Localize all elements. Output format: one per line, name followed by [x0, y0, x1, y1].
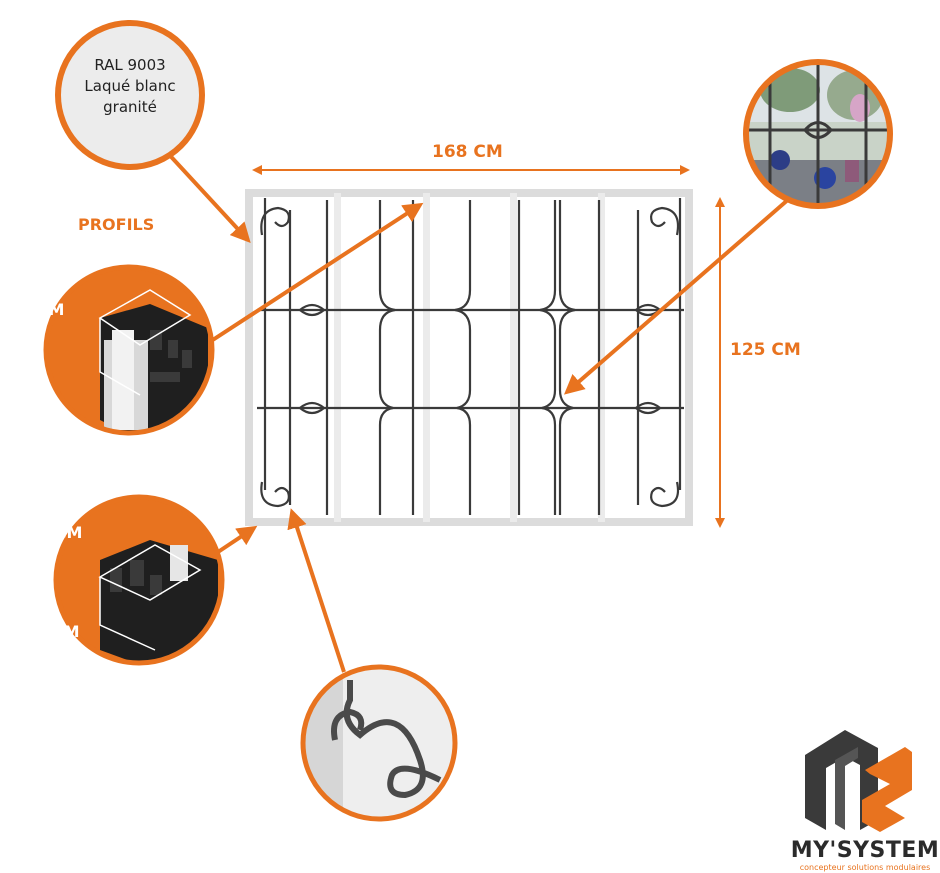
scroll-detail: [300, 664, 458, 822]
window-photo: [743, 59, 893, 209]
scroll-bottom-right: [650, 481, 680, 508]
pointer-arrows: [161, 146, 792, 673]
grille-bars: [257, 198, 684, 515]
height-label: 125 CM: [730, 340, 801, 360]
profile-2-width: 3 CM: [38, 523, 83, 542]
color-texture: granité: [103, 98, 157, 116]
brand-name: MY'SYSTEM: [790, 838, 940, 863]
brand: MY'SYSTEM concepteur solutions modulaire…: [790, 838, 940, 872]
color-finish: Laqué blanc: [84, 77, 176, 95]
scroll-top-left: [260, 206, 290, 236]
profile-1-depth: 3,1 CM: [0, 380, 50, 399]
profile-1-width: 3 CM: [20, 300, 65, 319]
scroll-bottom-left: [260, 481, 290, 508]
brand-tagline: concepteur solutions modulaires: [799, 863, 931, 872]
scroll-top-right: [650, 206, 680, 236]
window-grille: [245, 189, 693, 526]
width-label: 168 CM: [432, 142, 503, 162]
mysystem-logo-icon: [805, 730, 912, 832]
color-code: RAL 9003: [94, 56, 166, 74]
color-callout-circle: [55, 20, 205, 170]
profile-1-section: [43, 264, 215, 436]
profile-2-depth: 3,2 CM: [18, 622, 80, 641]
frame-dividers: [334, 193, 605, 522]
color-spec: RAL 9003 Laqué blanc granité: [60, 55, 200, 118]
profiles-title: PROFILS: [78, 215, 155, 234]
profile-2-section: [53, 494, 225, 666]
